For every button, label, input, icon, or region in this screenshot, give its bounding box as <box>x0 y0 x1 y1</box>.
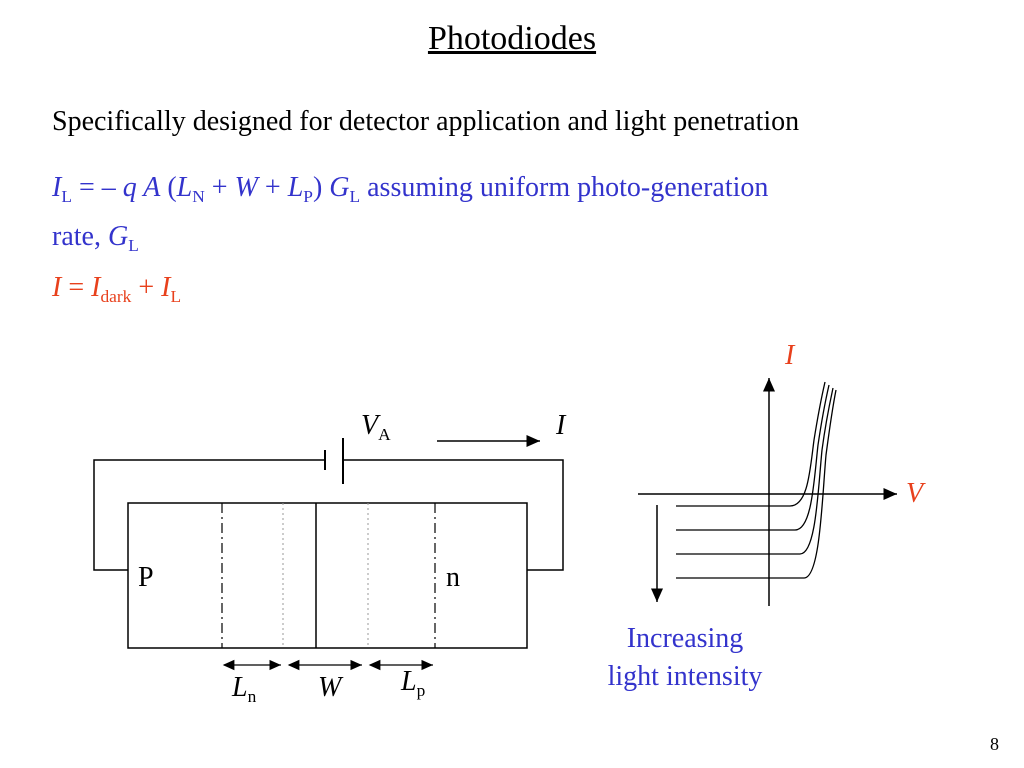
intro-text: Specifically designed for detector appli… <box>52 106 800 137</box>
pn-junction-body <box>127 502 528 649</box>
total-current-equation: I = Idark + IL <box>52 272 182 307</box>
iv-curve-3 <box>676 387 834 555</box>
equation-il: IL = – q A (LN + W + LP) GL <box>52 172 361 207</box>
circuit-wire <box>93 459 564 571</box>
light-intensity-caption: Increasing light intensity <box>560 620 810 696</box>
ln-label: Ln <box>232 672 257 707</box>
current-label: I <box>556 410 566 441</box>
caption-line-1: Increasing <box>626 623 744 654</box>
equation-assumption: assuming uniform photo-generation <box>367 172 769 203</box>
w-label: W <box>318 672 342 703</box>
iv-curve-4 <box>676 389 837 579</box>
caption-line-2: light intensity <box>607 661 763 692</box>
iv-y-axis-label: I <box>785 340 795 371</box>
applied-voltage-label: VA <box>361 410 391 445</box>
iv-curve-1 <box>676 381 826 507</box>
iv-curve-2 <box>676 384 830 531</box>
equation-gl: GL <box>107 221 139 256</box>
page-number: 8 <box>990 734 999 754</box>
p-region-label: P <box>138 562 154 593</box>
n-region-label: n <box>446 562 460 593</box>
page-title: Photodiodes <box>427 20 597 57</box>
iv-curves <box>676 381 837 579</box>
iv-x-axis-label: V <box>906 478 924 509</box>
photocurrent-equation: IL = – q A (LN + W + LP) GL assuming uni… <box>52 168 952 266</box>
equation-continuation: rate, <box>52 221 101 253</box>
lp-label: Lp <box>401 666 426 701</box>
battery-symbol <box>324 438 344 484</box>
